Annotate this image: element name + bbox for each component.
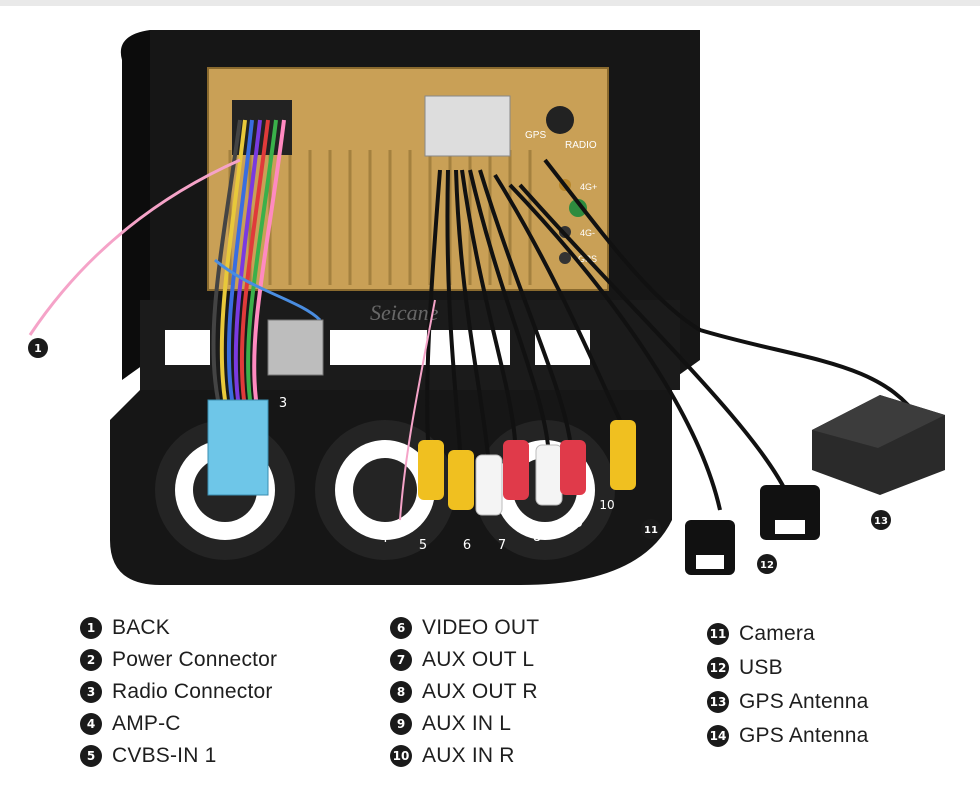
legend-item: 11 Camera: [707, 617, 868, 651]
legend-number: 14: [707, 725, 729, 747]
legend-label: Camera: [739, 622, 815, 645]
legend-item: 7 AUX OUT L: [390, 644, 539, 676]
legend-number: 11: [707, 623, 729, 645]
legend-label: AUX OUT R: [422, 680, 538, 703]
legend-number: 4: [80, 713, 102, 735]
legend-item: 2 Power Connector: [80, 644, 277, 676]
callout-6: 6: [463, 538, 471, 553]
callout-7: 7: [498, 538, 506, 553]
watermark: Seicane: [370, 300, 439, 325]
legend-label: BACK: [112, 616, 170, 639]
legend-number: 1: [80, 617, 102, 639]
callout-2: 2: [229, 521, 237, 536]
top-divider: [0, 0, 980, 6]
legend-label: CVBS-IN 1: [112, 744, 217, 767]
legend-label: GPS Antenna: [739, 690, 869, 713]
panel-label-4g-plus: 4G+: [580, 182, 597, 192]
legend-number: 13: [707, 691, 729, 713]
legend-label: GPS Antenna: [739, 724, 869, 747]
legend-label: AUX OUT L: [422, 648, 535, 671]
panel-label-gps-top: GPS: [525, 130, 546, 141]
legend-item: 12 USB: [707, 651, 868, 685]
callout-10: 10: [599, 498, 614, 512]
legend-label: AMP-C: [112, 712, 181, 735]
product-photo: GPS RADIO 4G+ 4G- GPS Seicane: [28, 30, 945, 585]
callout-4: 4: [380, 531, 388, 546]
legend-label: AUX IN L: [422, 712, 512, 735]
legend-item: 5 CVBS-IN 1: [80, 740, 277, 772]
legend-item: 8 AUX OUT R: [390, 676, 539, 708]
legend-number: 6: [390, 617, 412, 639]
callout-9: 9: [575, 516, 583, 531]
legend-item: 14 GPS Antenna: [707, 719, 868, 753]
callout-12: 12: [760, 560, 774, 571]
legend-item: 10 AUX IN R: [390, 740, 539, 772]
legend-item: 3 Radio Connector: [80, 676, 277, 708]
panel-label-radio: RADIO: [565, 140, 597, 151]
legend-label: Power Connector: [112, 648, 278, 671]
legend-number: 10: [390, 745, 412, 767]
callout-8: 8: [533, 530, 541, 545]
callout-11: 11: [644, 525, 658, 536]
legend-item: 1 BACK: [80, 612, 277, 644]
power-connector: [207, 399, 269, 496]
legend-number: 5: [80, 745, 102, 767]
legend-number: 3: [80, 681, 102, 703]
legend-number: 7: [390, 649, 412, 671]
legend-item: 9 AUX IN L: [390, 708, 539, 740]
callout-13: 13: [874, 516, 888, 527]
legend-item: 13 GPS Antenna: [707, 685, 868, 719]
legend-number: 2: [80, 649, 102, 671]
callout-1: 1: [34, 342, 42, 355]
legend-label: AUX IN R: [422, 744, 515, 767]
legend-label: Radio Connector: [112, 680, 273, 703]
panel-label-4g-minus: 4G-: [580, 228, 595, 238]
legend-number: 9: [390, 713, 412, 735]
legend-number: 12: [707, 657, 729, 679]
callout-3: 3: [279, 396, 287, 411]
legend-item: 4 AMP-C: [80, 708, 277, 740]
legend-item: 6 VIDEO OUT: [390, 612, 539, 644]
callout-5: 5: [419, 538, 427, 553]
legend-number: 8: [390, 681, 412, 703]
legend-label: USB: [739, 656, 783, 679]
photo-callouts: 1 2 3 4 5 6 7 8 9 10 11 12 13: [28, 338, 891, 574]
radio-connector: [267, 319, 324, 376]
legend-label: VIDEO OUT: [422, 616, 540, 639]
